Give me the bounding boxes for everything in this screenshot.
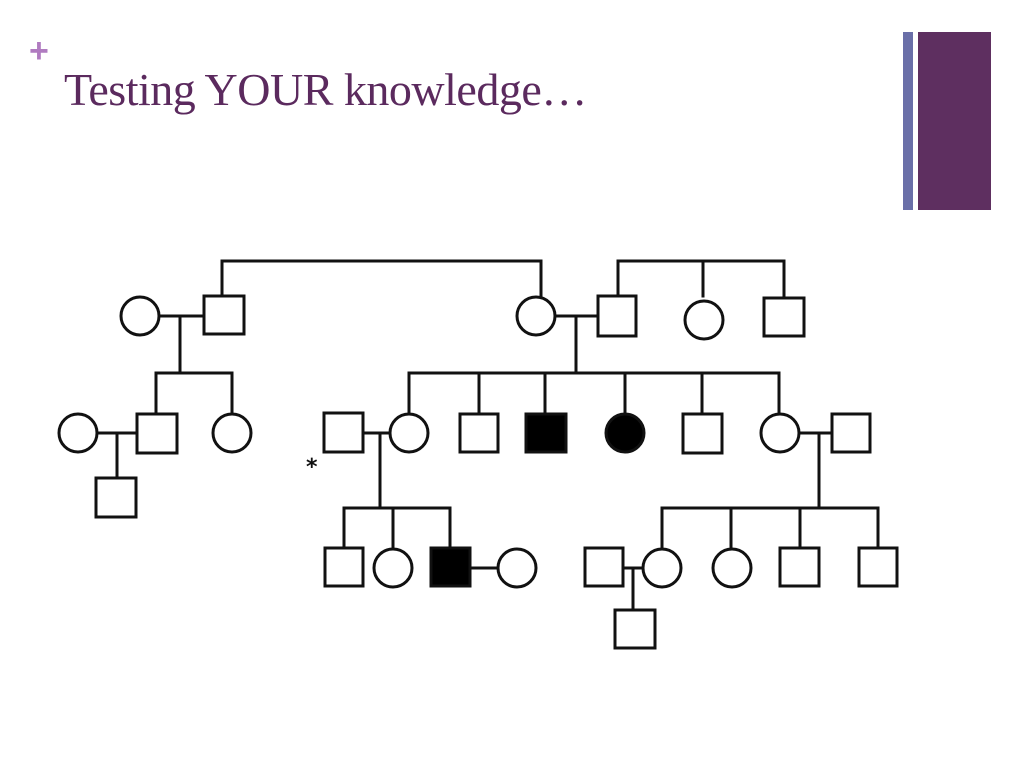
male-unaffected bbox=[94, 476, 138, 519]
male-unaffected bbox=[613, 608, 657, 650]
male-unaffected bbox=[857, 546, 899, 588]
female-unaffected bbox=[57, 412, 99, 454]
female-unaffected bbox=[515, 295, 557, 337]
female-unaffected bbox=[711, 547, 753, 589]
male-unaffected bbox=[323, 546, 365, 588]
male-unaffected bbox=[322, 411, 365, 454]
female-unaffected bbox=[759, 412, 801, 454]
male-unaffected bbox=[596, 294, 638, 338]
pedigree-symbols bbox=[57, 294, 899, 650]
male-unaffected bbox=[830, 412, 872, 454]
male-unaffected bbox=[762, 296, 806, 338]
male-affected bbox=[429, 546, 472, 588]
female-unaffected bbox=[211, 412, 253, 454]
accent-bar-thick bbox=[918, 32, 991, 210]
female-affected bbox=[604, 412, 646, 454]
female-unaffected bbox=[496, 547, 538, 589]
male-unaffected bbox=[458, 412, 500, 454]
male-unaffected bbox=[778, 546, 821, 588]
female-unaffected bbox=[683, 299, 725, 341]
plus-mark: + bbox=[29, 32, 49, 70]
male-unaffected bbox=[681, 412, 724, 455]
proband-mark: * bbox=[306, 455, 318, 480]
female-unaffected bbox=[119, 295, 161, 337]
male-unaffected bbox=[583, 546, 625, 588]
male-unaffected bbox=[202, 294, 246, 336]
female-unaffected bbox=[388, 412, 430, 454]
female-unaffected bbox=[372, 547, 414, 589]
male-affected bbox=[524, 412, 568, 454]
pedigree-lines bbox=[96, 259, 880, 612]
male-unaffected bbox=[135, 412, 179, 455]
accent-bar-thin bbox=[903, 32, 913, 210]
slide-title: Testing YOUR knowledge… bbox=[64, 64, 587, 115]
female-unaffected bbox=[641, 547, 683, 589]
